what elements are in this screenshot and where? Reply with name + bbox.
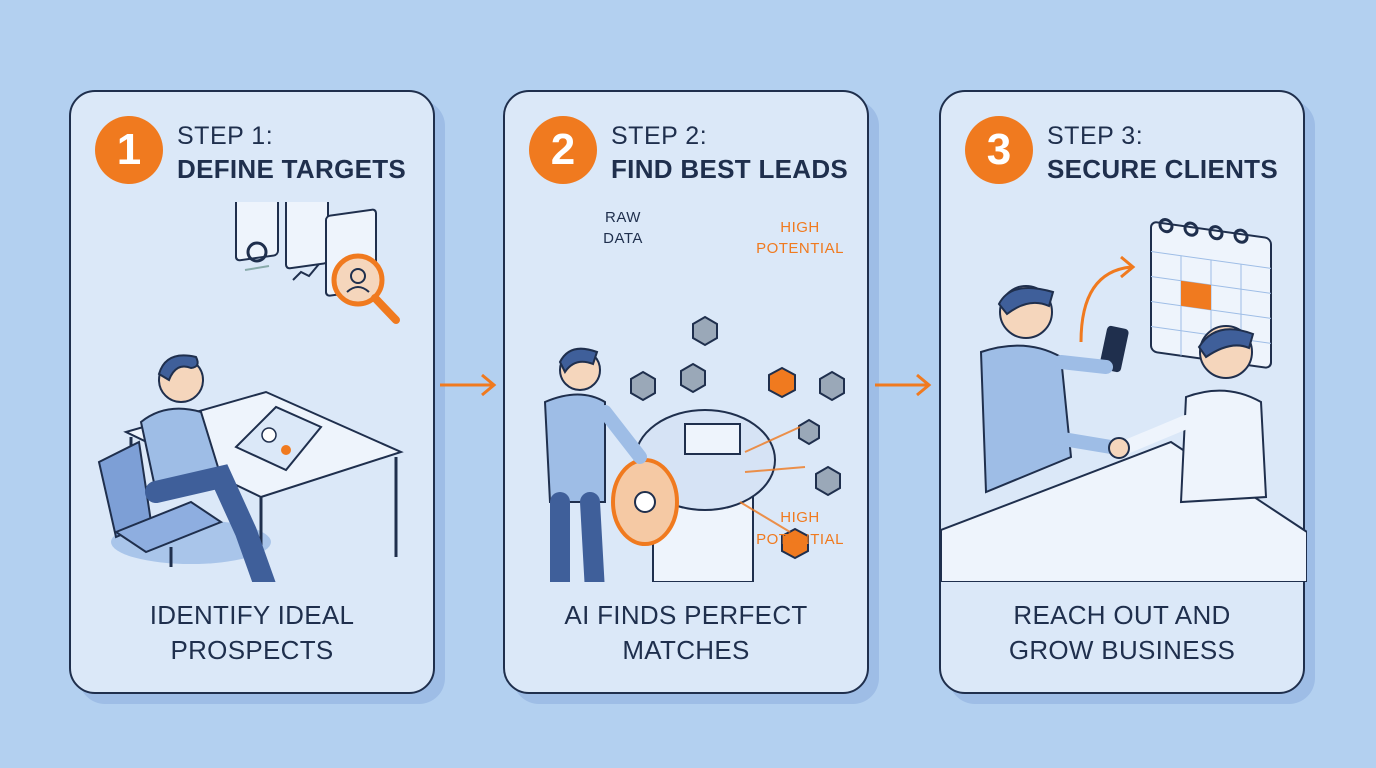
arrow-right-icon [875,373,932,397]
step-card-1: 1 STEP 1: DEFINE TARGETS [69,90,435,694]
high-potential-hex [781,527,809,560]
step-title: DEFINE TARGETS [177,154,407,184]
handshake-illustration [941,218,1307,582]
ai-machine-illustration: RAW DATA HIGH POTENTIAL [543,209,845,582]
raw-data-hex [630,370,656,402]
step-label: STEP 2: [611,122,708,150]
raw-data-hex [815,465,841,497]
svg-text:HIGH: HIGH [780,509,820,526]
magnifier-profile-icon [325,208,400,324]
raw-data-hex [680,362,706,394]
step-number-badge: 3 [965,116,1033,184]
step-card-3: 3 STEP 3: SECURE CLIENTS [939,90,1307,694]
high-potential-hex [768,366,796,399]
raw-data-hex [798,418,820,446]
arrow-right-icon [440,373,497,397]
step-caption: AI FINDS PERFECT MATCHES [564,600,808,665]
step-title: FIND BEST LEADS [611,154,849,184]
step-caption: IDENTIFY IDEAL PROSPECTS [149,600,355,665]
high-potential-label: HIGH [780,219,820,236]
step-label: STEP 1: [177,122,274,150]
step-label: STEP 3: [1047,122,1144,150]
chart-document-icon [285,202,329,281]
raw-data-hex [692,315,718,347]
gear-document-icon [235,202,279,271]
step-card-2: 2 STEP 2: FIND BEST LEADS RAW DATA HIGH … [503,90,869,694]
svg-text:DATA: DATA [603,230,643,247]
raw-data-label: RAW [605,209,641,226]
step-title: SECURE CLIENTS [1047,154,1279,184]
high-potential-bottom-label: HIGH POTENTIAL [756,509,844,548]
svg-text:POTENTIAL: POTENTIAL [756,531,844,548]
step-caption: REACH OUT AND GROW BUSINESS [1008,600,1236,665]
svg-text:POTENTIAL: POTENTIAL [756,240,844,257]
person-at-desk-illustration [97,202,404,582]
raw-data-hex [819,370,845,402]
step-number-badge: 1 [95,116,163,184]
step-number-badge: 2 [529,116,597,184]
